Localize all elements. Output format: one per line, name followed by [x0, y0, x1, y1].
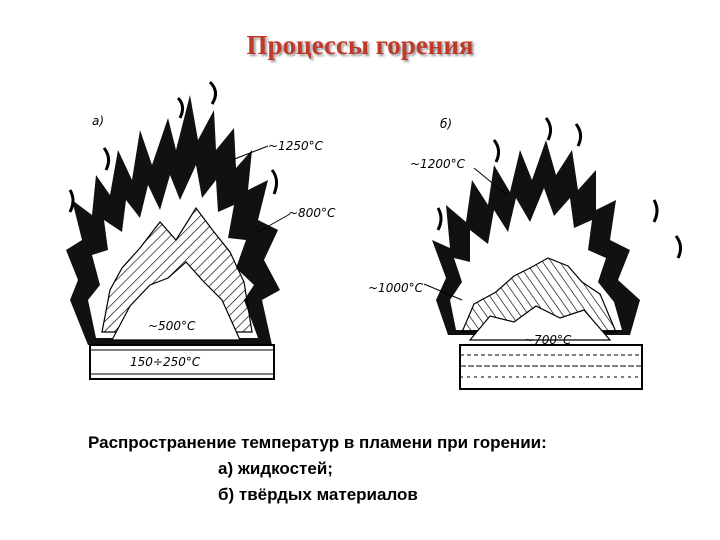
panel-b: б) ~1200°C ~1000°C ~700°C: [368, 117, 683, 390]
panel-b-label: б): [440, 117, 452, 131]
panel-a-label: а): [92, 114, 104, 128]
page-title: Процессы горения: [246, 30, 474, 60]
panel-a-cool-zone: [111, 261, 241, 341]
panel-b-temp-mid: ~1000°C: [368, 281, 424, 295]
panel-a: а) ~1250°C ~800°C ~500°C 150÷250°C: [66, 80, 336, 380]
panel-a-temp-base: 150÷250°C: [130, 355, 201, 369]
caption-item-a: а) жидкостей;: [218, 459, 333, 478]
panel-b-solid-block: [459, 344, 643, 390]
panel-b-ember-zone: [468, 305, 612, 341]
panel-a-vessel: [89, 344, 275, 380]
caption-item-b: б) твёрдых материалов: [218, 485, 418, 504]
figure-caption: Распространение температур в пламени при…: [88, 430, 547, 508]
panel-b-temp-base: ~700°C: [524, 333, 572, 347]
panel-b-temp-top: ~1200°C: [410, 157, 466, 171]
panel-a-temp-top: ~1250°C: [268, 139, 324, 153]
panel-a-temp-mid: ~800°C: [288, 206, 336, 220]
panel-a-temp-inner: ~500°C: [148, 319, 196, 333]
caption-title: Распространение температур в пламени при…: [88, 433, 547, 452]
